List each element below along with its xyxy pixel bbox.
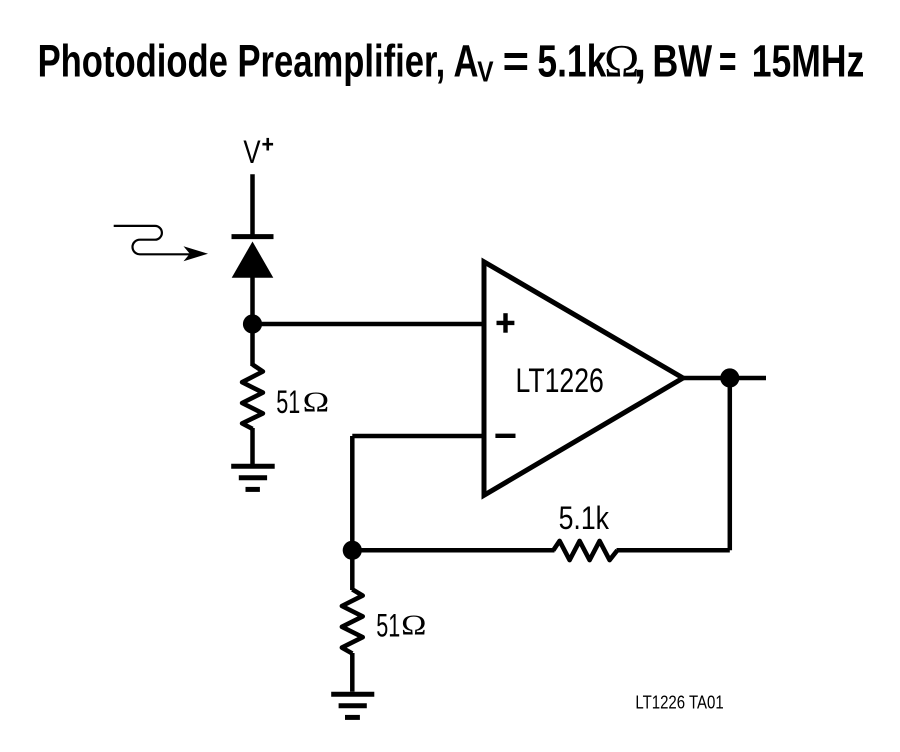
svg-text:Photodiode Preamplifier, A: Photodiode Preamplifier, A [38,36,479,87]
svg-text:=: = [719,36,737,87]
svg-text:LT1226 TA01: LT1226 TA01 [635,692,723,712]
svg-text:=: = [503,36,529,87]
svg-text:5.1k: 5.1k [537,36,607,87]
svg-text:Ω: Ω [604,36,639,88]
svg-text:51: 51 [276,384,300,420]
svg-text:LT1226: LT1226 [516,362,604,400]
svg-text:,: , [634,36,646,87]
svg-text:V: V [243,134,261,170]
svg-text:51: 51 [376,607,400,643]
svg-text:V: V [477,56,494,88]
svg-text:BW: BW [652,36,712,87]
svg-text:Ω: Ω [303,387,330,418]
svg-text:5.1k: 5.1k [559,500,610,536]
svg-text:15MHz: 15MHz [752,36,865,87]
svg-text:Ω: Ω [401,610,426,641]
